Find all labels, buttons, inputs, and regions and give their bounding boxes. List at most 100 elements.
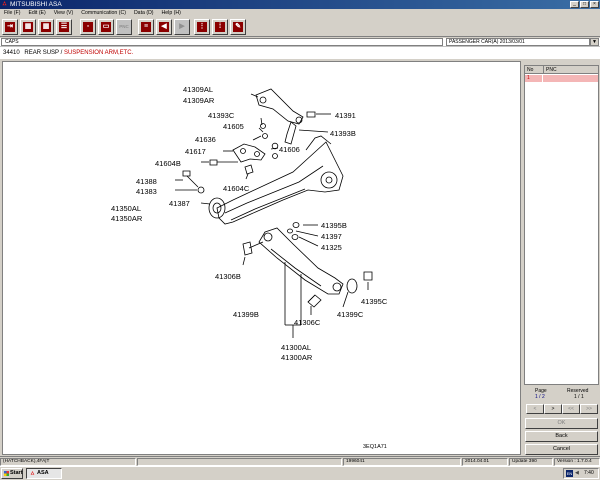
part-label[interactable]: 41350AL	[111, 204, 141, 213]
toolbar-button-6[interactable]: ▭	[98, 19, 114, 35]
part-label[interactable]: 41383	[136, 187, 157, 196]
status-date: 2014.04.01	[462, 458, 508, 466]
model-select[interactable]: PASSENGER CAR(A) 2013/03/01	[446, 38, 590, 46]
taskbar-app-label: ASA	[37, 470, 49, 476]
part-label[interactable]: 41605	[223, 122, 244, 131]
square-icon: ▫	[86, 23, 90, 30]
page-label: Page	[535, 388, 547, 394]
part-label[interactable]: 41388	[136, 177, 157, 186]
group-name[interactable]: REAR SUSP	[24, 50, 59, 56]
maximize-button[interactable]: □	[580, 1, 589, 8]
menu-view[interactable]: View (V)	[53, 10, 74, 16]
caps-field: CAPS	[1, 38, 443, 46]
part-label[interactable]: 41306B	[215, 272, 241, 281]
part-label[interactable]: 41393B	[330, 129, 356, 138]
back-button[interactable]: Back	[525, 431, 598, 442]
monitor-icon: ▭	[102, 23, 110, 30]
part-label[interactable]: 41617	[185, 147, 206, 156]
minimize-button[interactable]: _	[570, 1, 579, 8]
toolbar-button-2[interactable]: ▦	[20, 19, 36, 35]
status-year: 1996041	[343, 458, 461, 466]
pnc-label: PNC	[119, 24, 129, 29]
diagram-code: 3EQ1A71	[363, 444, 387, 450]
toolbar-button-3[interactable]: ▦	[38, 19, 54, 35]
row-no: 1	[527, 75, 530, 81]
column-header-no[interactable]: No	[527, 67, 534, 73]
part-label[interactable]: 41306C	[294, 318, 321, 327]
exit-icon: ⇥	[7, 23, 13, 30]
table-header: No PNC	[525, 66, 598, 74]
prev-page-button[interactable]: <	[526, 404, 544, 414]
start-button[interactable]: Start	[1, 468, 23, 479]
chevron-down-icon[interactable]: ▼	[590, 38, 599, 46]
taskbar: Start ASA EN ◀ 7:40	[0, 466, 600, 480]
close-button[interactable]: ×	[590, 1, 599, 8]
status-version: Version : 1.7.0.4	[554, 458, 600, 466]
part-label[interactable]: 41393C	[208, 111, 235, 120]
part-label[interactable]: 41606	[279, 145, 300, 154]
menu-bar: File (F) Edit (E) View (V) Communication…	[0, 9, 600, 17]
ok-button[interactable]: OK	[525, 418, 598, 429]
breadcrumb-separator: /	[58, 50, 64, 56]
parts-diagram[interactable]: 41309AL 41309AR 41393C 41391 41605 41393…	[2, 61, 521, 455]
part-label[interactable]: 41300AL	[281, 343, 311, 352]
status-vehicle: (HATCHBACK),4FA|T	[0, 458, 136, 466]
part-label[interactable]: 41604B	[155, 159, 181, 168]
part-label[interactable]: 41309AR	[183, 96, 215, 105]
taskbar-app-asa[interactable]: ASA	[26, 468, 62, 479]
toolbar-button-5[interactable]: ▫	[80, 19, 96, 35]
menu-help[interactable]: Help (H)	[161, 10, 181, 16]
dots-icon: ⋮	[198, 23, 206, 30]
arrow-right-icon: ▶	[179, 23, 185, 30]
paging-info: Page Reserved 1 / 2 1 / 1	[523, 386, 600, 406]
mitsubishi-logo-icon	[30, 471, 35, 475]
part-label[interactable]: 41395B	[321, 221, 347, 230]
part-label[interactable]: 41387	[169, 199, 190, 208]
right-panel: No PNC 1 Page Reserved 1 / 2 1 / 1 < > <…	[523, 61, 600, 455]
toolbar-button-prev[interactable]: ◀	[156, 19, 172, 35]
part-label[interactable]: 41325	[321, 243, 342, 252]
part-label[interactable]: 41604C	[223, 184, 250, 193]
last-page-button[interactable]: >>	[580, 404, 598, 414]
volume-icon[interactable]: ◀	[575, 470, 579, 476]
language-indicator[interactable]: EN	[566, 470, 573, 477]
column-header-pnc[interactable]: PNC	[543, 66, 557, 74]
part-label[interactable]: 41391	[335, 111, 356, 120]
part-label[interactable]: 41399B	[233, 310, 259, 319]
first-page-button[interactable]: <<	[562, 404, 580, 414]
menu-data[interactable]: Data (D)	[133, 10, 154, 16]
menu-file[interactable]: File (F)	[4, 10, 21, 16]
pnc-table: No PNC 1	[524, 65, 599, 385]
cancel-button[interactable]: Cancel	[525, 444, 598, 455]
part-label[interactable]: 41399C	[337, 310, 364, 319]
clock: 7:40	[584, 470, 594, 476]
status-update: Update 390	[509, 458, 553, 466]
title-bar: MITSUBISHI ASA _ □ ×	[0, 0, 600, 9]
part-label[interactable]: 41350AR	[111, 214, 143, 223]
toolbar-button-pnc[interactable]: PNC	[116, 19, 132, 35]
status-bar: (HATCHBACK),4FA|T 1996041 2014.04.01 Upd…	[0, 456, 600, 466]
part-label[interactable]: 41309AL	[183, 85, 213, 94]
menu-edit[interactable]: Edit (E)	[28, 10, 46, 16]
toolbar-button-4[interactable]: ☰	[56, 19, 72, 35]
start-label: Start	[10, 470, 23, 476]
table-row[interactable]: 1	[525, 75, 598, 82]
menu-communication[interactable]: Communication (C)	[81, 10, 126, 16]
window-title: MITSUBISHI ASA	[10, 1, 62, 8]
status-empty	[137, 458, 342, 466]
toolbar-button-1[interactable]: ⇥	[2, 19, 18, 35]
toolbar-button-13[interactable]: ✎	[230, 19, 246, 35]
toolbar-button-11[interactable]: ⋮	[194, 19, 210, 35]
reserved-value: 1 / 1	[574, 394, 584, 400]
toolbar-button-12[interactable]: ⁞	[212, 19, 228, 35]
part-label[interactable]: 41300AR	[281, 353, 313, 362]
info-bar: CAPS PASSENGER CAR(A) 2013/03/01 ▼	[0, 38, 600, 47]
list-icon: ≡	[143, 23, 149, 30]
part-label[interactable]: 41636	[195, 135, 216, 144]
part-label[interactable]: 41395C	[361, 297, 388, 306]
toolbar-button-next[interactable]: ▶	[174, 19, 190, 35]
reserved-label: Reserved	[567, 388, 589, 394]
part-label[interactable]: 41397	[321, 232, 342, 241]
toolbar-button-8[interactable]: ≡	[138, 19, 154, 35]
next-page-button[interactable]: >	[544, 404, 562, 414]
